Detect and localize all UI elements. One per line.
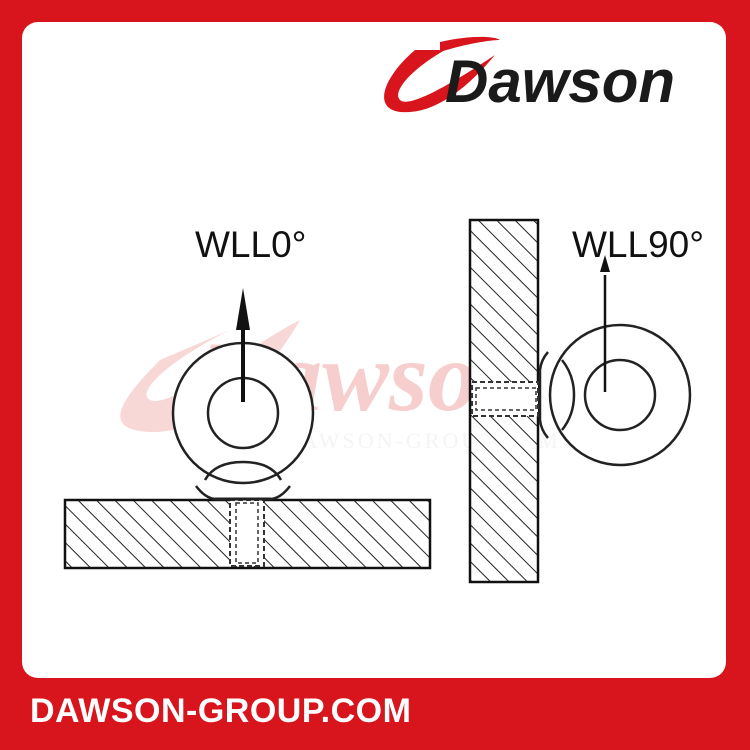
footer-url: DAWSON-GROUP.COM: [30, 692, 412, 730]
wll0-label: WLL0°: [195, 224, 306, 265]
side-eye-nut-hole: [583, 358, 657, 432]
right-setup: WLL90°: [468, 218, 704, 584]
logo-wordmark: Dawson: [445, 48, 675, 115]
left-setup: WLL0°: [63, 224, 432, 570]
side-bolt-hole: [471, 381, 539, 417]
bolt-hole: [229, 499, 265, 567]
dawson-logo: Dawson: [370, 30, 710, 125]
wll90-label: WLL90°: [572, 224, 704, 265]
